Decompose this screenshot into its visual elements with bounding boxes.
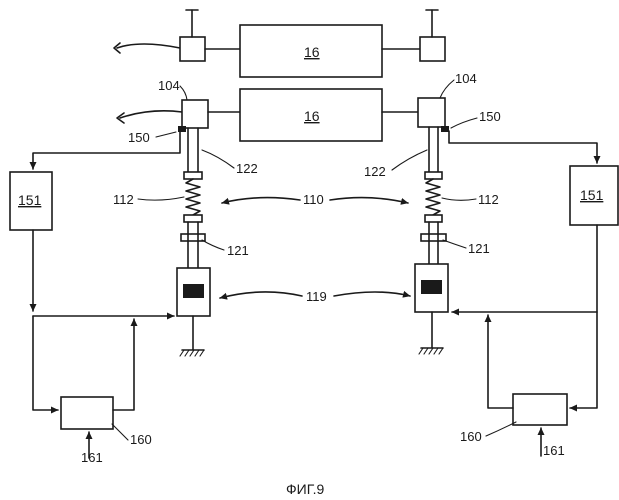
spring-112-right: [426, 179, 440, 215]
spring-112-left: [186, 179, 200, 215]
label-104-right: 104: [455, 71, 477, 86]
controller-160-left: [61, 397, 113, 429]
controller-feedback-left: [113, 319, 134, 410]
arrow-110-right: [330, 198, 408, 203]
top-left-shaft: [117, 44, 180, 48]
label-151-left: 151: [18, 192, 42, 208]
label-122-right: 122: [364, 164, 386, 179]
controller-160-right: [513, 394, 567, 425]
spring-cap-top-left: [184, 172, 202, 179]
label-104-left: 104: [158, 78, 180, 93]
arrow-110-left: [222, 198, 300, 203]
label-150-right: 150: [479, 109, 501, 124]
label-161-left: 161: [81, 450, 103, 465]
top-right-bearing: [420, 37, 445, 61]
controller-feedback-right: [488, 315, 513, 408]
label-110: 110: [303, 192, 324, 207]
label-151-right: 151: [580, 187, 604, 203]
rod-collar-right: [421, 234, 446, 241]
signal-to-actuator-right: [452, 225, 597, 312]
arrow-119-left: [220, 292, 302, 298]
signal-to-controller-left: [33, 316, 58, 410]
top-unit-group: 16: [114, 10, 445, 77]
right-control-loop: 151 161 160: [449, 131, 618, 458]
rod-collar-left: [181, 234, 205, 241]
label-121-right: 121: [468, 241, 490, 256]
label-112-right: 112: [478, 192, 499, 207]
unit-16-top-label: 16: [304, 44, 320, 60]
label-119: 119: [306, 289, 327, 304]
label-121-left: 121: [227, 243, 249, 258]
label-122-left: 122: [236, 161, 258, 176]
label-161-right: 161: [543, 443, 565, 458]
top-left-bearing: [180, 37, 205, 61]
arrow-119-right: [334, 292, 410, 296]
signal-line-150-to-151-right: [449, 131, 597, 163]
gimbal-104-right: [418, 98, 445, 127]
right-leg: 122 112 121: [364, 127, 499, 354]
piston-right: [421, 280, 442, 294]
sensor-150-right: [441, 126, 449, 132]
spring-cap-top-right: [425, 172, 442, 179]
spring-cap-bottom-left: [184, 215, 202, 222]
second-left-shaft: [120, 111, 182, 118]
left-control-loop: 151 161 160: [10, 131, 180, 465]
piston-left: [183, 284, 204, 298]
label-150-left: 150: [128, 130, 150, 145]
label-160-right: 160: [460, 429, 482, 444]
second-unit-group: 16 104 104 150 150: [117, 71, 501, 145]
figure-caption: ФИГ.9: [286, 481, 324, 497]
label-160-left: 160: [130, 432, 152, 447]
unit-16-bottom-label: 16: [304, 108, 320, 124]
gimbal-104-left: [182, 100, 208, 128]
signal-to-controller-right: [570, 312, 597, 408]
spring-cap-bottom-right: [425, 215, 442, 222]
label-112-left: 112: [113, 192, 134, 207]
